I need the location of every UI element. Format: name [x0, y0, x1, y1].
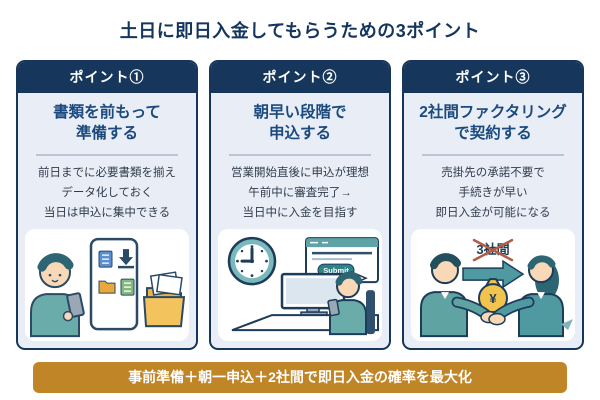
heading-line: 書類を前もって [53, 104, 161, 121]
body-line: 前日までに必要書類を揃え [38, 166, 176, 179]
illustration-document-prep [25, 228, 189, 341]
point-card-2: ポイント② 朝早い段階で 申込する 営業開始直後に申込が理想 午前中に審査完了→… [209, 60, 391, 350]
point-card-1: ポイント① 書類を前もって 準備する 前日までに必要書類を揃え データ化しておく… [16, 60, 198, 350]
illustration-handshake: 3社間 ¥ [411, 228, 575, 341]
page-title: 土日に即日入金してもらうための3ポイント [119, 21, 481, 41]
arrow-right-icon [462, 259, 525, 289]
chair [366, 289, 375, 334]
businesswoman-right [490, 255, 564, 337]
heading-line: で契約する [454, 125, 532, 143]
handshake-graphic: 3社間 ¥ [420, 238, 573, 337]
point-3-badge: ポイント③ [404, 62, 582, 93]
divider [422, 153, 564, 156]
smartphone-icon [327, 298, 340, 316]
body-line: データ化しておく [61, 186, 153, 199]
cross-out-icon [472, 238, 514, 262]
paper-plane-icon [561, 318, 573, 330]
point-1-heading: 書類を前もって 準備する [20, 102, 194, 145]
crossed-out-label: 3社間 [472, 238, 514, 262]
body-line: 売掛先の承諾不要で [441, 166, 545, 179]
cards-row: ポイント① 書類を前もって 準備する 前日までに必要書類を揃え データ化しておく… [16, 60, 584, 350]
yen-symbol: ¥ [489, 291, 497, 306]
body-line: 当日は申込に集中できる [43, 206, 171, 219]
morning-apply-graphic: Submit [227, 236, 379, 335]
body-line: 営業開始直後に申込が理想 [231, 166, 369, 179]
heading-line: 朝早い段階で [253, 104, 347, 121]
point-3-heading: 2社間ファクタリング で契約する [406, 102, 580, 145]
divider [36, 153, 178, 156]
body-line: 当日中に入金を目指す [242, 206, 358, 219]
handshake-hands [480, 310, 506, 326]
tablet-screen [89, 237, 139, 331]
folder-icon [142, 271, 186, 327]
heading-line: 2社間ファクタリング [419, 104, 567, 121]
point-1-badge: ポイント① [18, 62, 196, 93]
person-at-desk [327, 271, 367, 335]
clock-icon [227, 236, 277, 286]
body-line: 即日入金が可能になる [435, 206, 551, 219]
body-line: 手続きが早い [458, 186, 528, 199]
point-2-heading: 朝早い段階で 申込する [213, 102, 387, 145]
folder-small-icon [98, 280, 116, 294]
illustration-morning-apply: Submit [218, 228, 382, 341]
heading-line: 申込する [268, 125, 331, 143]
smartphone-icon [66, 292, 85, 318]
point-card-3: ポイント③ 2社間ファクタリング で契約する 売掛先の承諾不要で 手続きが早い … [402, 60, 584, 350]
point-1-description: 前日までに必要書類を揃え データ化しておく 当日は申込に集中できる [18, 163, 196, 223]
summary-banner: 事前準備＋朝一申込＋2社間で即日入金の確率を最大化 [33, 362, 567, 393]
heading-line: 準備する [75, 125, 138, 143]
point-2-badge: ポイント② [211, 62, 389, 93]
computer-monitor [280, 272, 346, 316]
point-3-description: 売掛先の承諾不要で 手続きが早い 即日入金が可能になる [404, 163, 582, 223]
person-with-phone [30, 252, 85, 337]
body-line: 午前中に審査完了→ [248, 186, 352, 199]
download-icon [118, 248, 134, 269]
divider [229, 153, 371, 156]
point-2-description: 営業開始直後に申込が理想 午前中に審査完了→ 当日中に入金を目指す [211, 163, 389, 223]
document-prep-graphic [30, 237, 186, 337]
submit-button-label: Submit [323, 266, 349, 275]
